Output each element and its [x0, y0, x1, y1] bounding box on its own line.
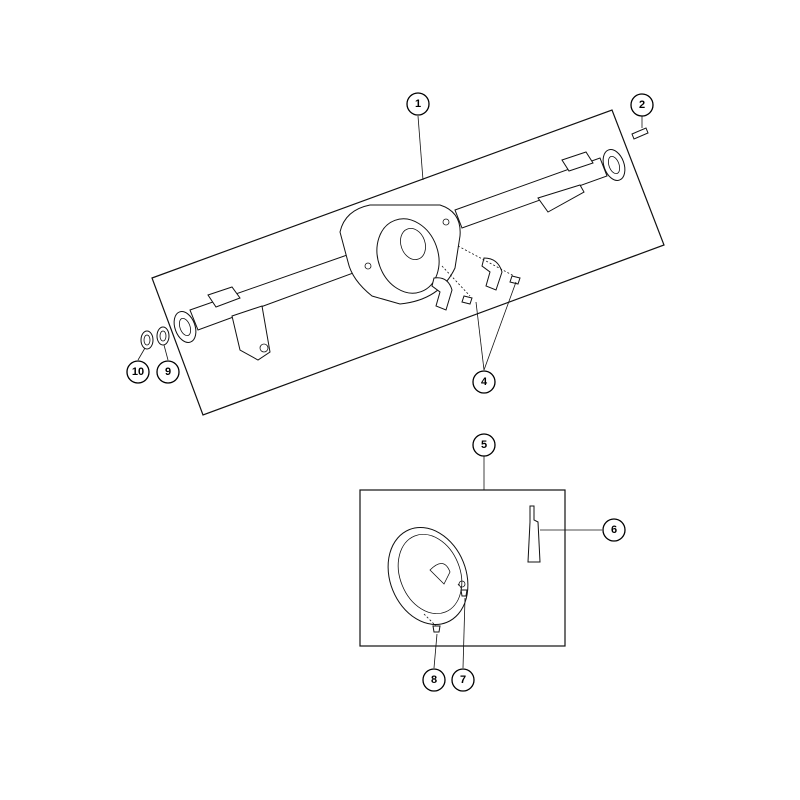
svg-text:8: 8 [431, 674, 437, 686]
bearing-caps [431, 245, 521, 311]
callout-2: 2 [630, 93, 654, 117]
svg-text:5: 5 [481, 439, 487, 451]
callout-9: 9 [156, 360, 180, 384]
svg-text:4: 4 [481, 376, 488, 388]
callout-8: 8 [422, 668, 446, 692]
differential-cover [387, 527, 469, 633]
callout-6: 6 [602, 518, 626, 542]
callout-1: 1 [406, 92, 430, 116]
axle-assembly-panel [151, 109, 665, 416]
svg-text:6: 6 [611, 524, 617, 536]
svg-text:1: 1 [415, 98, 421, 110]
callout-7: 7 [451, 668, 475, 692]
axle-housing [173, 149, 626, 361]
sealant-tube [527, 505, 541, 563]
callout-5: 5 [472, 433, 496, 457]
svg-text:7: 7 [460, 674, 466, 686]
vent-fitting [631, 127, 649, 140]
callout-4: 4 [472, 370, 496, 394]
axle-seals [140, 326, 170, 350]
cover-kit-panel [359, 489, 566, 647]
callout-10: 10 [126, 360, 150, 384]
svg-text:9: 9 [165, 366, 171, 378]
svg-text:10: 10 [132, 366, 144, 378]
svg-text:2: 2 [639, 99, 645, 111]
